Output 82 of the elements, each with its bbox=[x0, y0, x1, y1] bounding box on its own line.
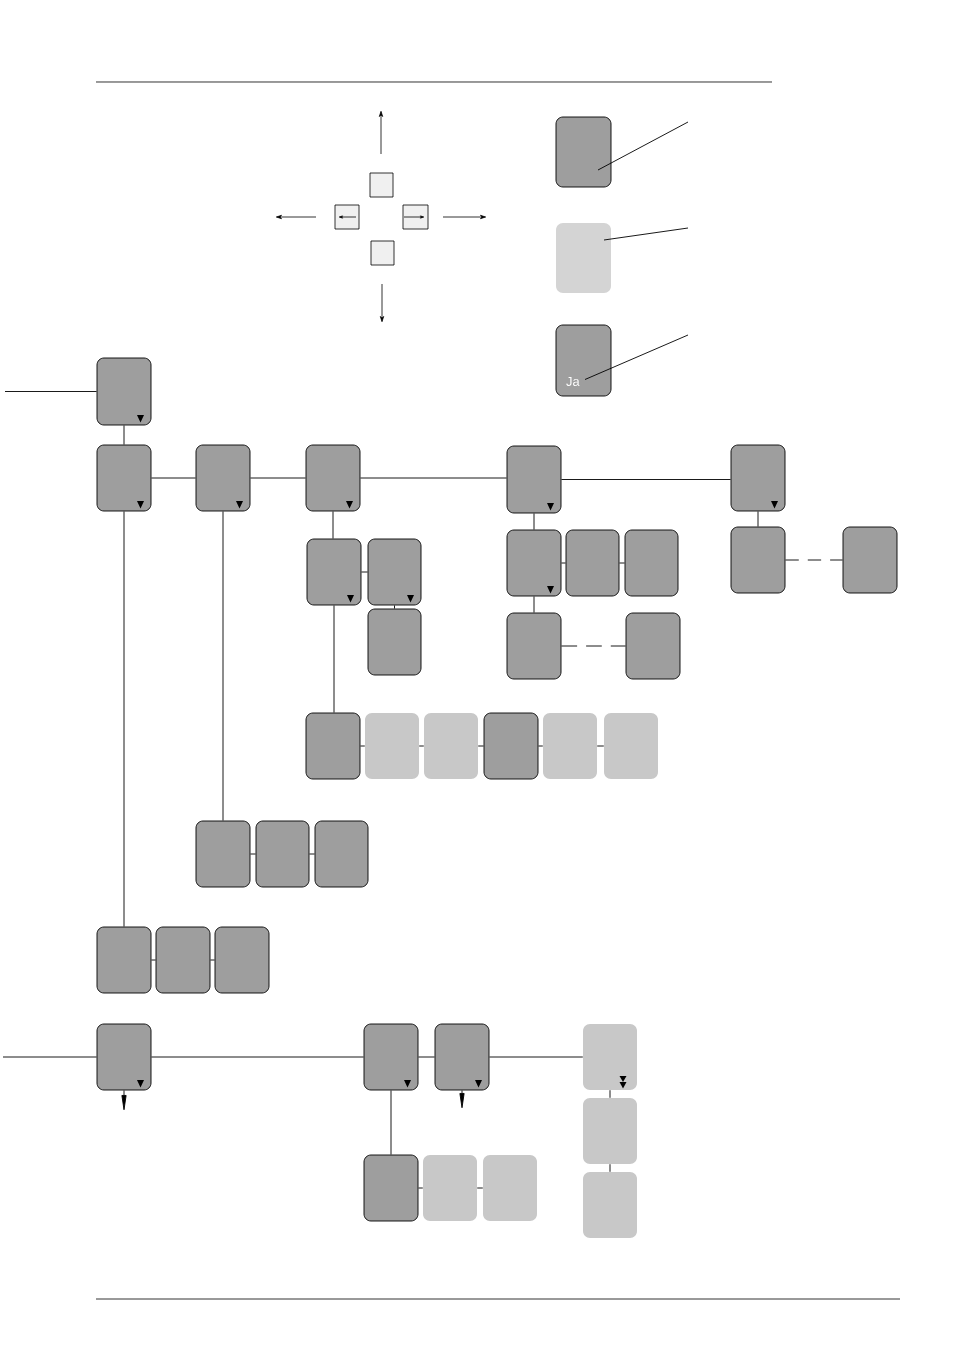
display-box bbox=[214, 926, 270, 994]
connector-line bbox=[222, 511, 224, 821]
connector-line bbox=[332, 511, 334, 539]
display-box bbox=[842, 526, 898, 594]
display-box bbox=[583, 1098, 637, 1164]
connector-line bbox=[2, 1056, 97, 1058]
connector-line bbox=[418, 1056, 435, 1058]
display-box bbox=[483, 1155, 537, 1221]
connector-line bbox=[333, 605, 335, 713]
connector-line bbox=[394, 605, 395, 609]
leader-line bbox=[584, 334, 689, 380]
display-box: Ja bbox=[555, 324, 612, 397]
display-box bbox=[506, 529, 562, 597]
connector-line bbox=[561, 562, 566, 564]
display-box bbox=[625, 612, 681, 680]
connector-line bbox=[390, 1090, 392, 1155]
display-box bbox=[556, 223, 611, 293]
display-box bbox=[96, 444, 152, 512]
connector-line bbox=[785, 559, 843, 561]
display-box bbox=[583, 1024, 637, 1090]
connector-line bbox=[151, 1056, 364, 1058]
connector-line bbox=[250, 477, 306, 479]
connector-line bbox=[360, 745, 366, 747]
leader-line bbox=[603, 227, 689, 241]
connector-line bbox=[309, 853, 315, 855]
connector-line bbox=[151, 959, 156, 961]
display-box bbox=[583, 1172, 637, 1238]
arrow bbox=[459, 1090, 465, 1109]
connector-line bbox=[210, 959, 215, 961]
display-box bbox=[255, 820, 310, 888]
connector-line bbox=[418, 745, 425, 747]
connector-line bbox=[538, 745, 544, 747]
connector-line bbox=[476, 1187, 484, 1189]
display-box bbox=[195, 444, 251, 512]
connector-line bbox=[123, 511, 125, 927]
connector-line bbox=[596, 745, 605, 747]
connector-line bbox=[250, 853, 256, 855]
display-box bbox=[305, 712, 361, 780]
connector-line bbox=[123, 425, 125, 445]
connector-line bbox=[609, 1163, 611, 1173]
display-box bbox=[730, 526, 786, 594]
display-box bbox=[506, 445, 562, 514]
connector-line bbox=[609, 1089, 611, 1099]
connector-line bbox=[361, 571, 368, 573]
display-box bbox=[305, 444, 361, 512]
display-box bbox=[155, 926, 211, 994]
leader-line bbox=[597, 121, 689, 171]
display-box bbox=[96, 926, 152, 994]
connector-line bbox=[477, 745, 484, 747]
display-box bbox=[367, 608, 422, 676]
display-box bbox=[306, 538, 362, 606]
connector-line bbox=[561, 479, 731, 480]
display-box bbox=[96, 357, 152, 426]
display-box bbox=[365, 713, 419, 779]
connector-line bbox=[489, 1056, 584, 1058]
display-box bbox=[424, 713, 478, 779]
connector-line bbox=[151, 477, 196, 479]
display-box bbox=[565, 529, 620, 597]
connector-line bbox=[561, 645, 626, 647]
display-box bbox=[363, 1154, 419, 1222]
connector-line bbox=[533, 513, 535, 530]
display-box bbox=[604, 713, 658, 779]
connector-line bbox=[533, 596, 535, 613]
display-box bbox=[506, 612, 562, 680]
connector-line bbox=[360, 477, 507, 479]
display-box bbox=[730, 444, 786, 512]
connector-line bbox=[619, 562, 625, 564]
display-box bbox=[363, 1023, 419, 1091]
arrow bbox=[121, 1090, 127, 1111]
display-box bbox=[314, 820, 369, 888]
display-box bbox=[96, 1023, 152, 1091]
display-box bbox=[555, 116, 612, 188]
display-box bbox=[195, 820, 251, 888]
display-box bbox=[483, 712, 539, 780]
connector-line bbox=[418, 1187, 424, 1189]
display-box bbox=[543, 713, 597, 779]
display-box bbox=[434, 1023, 490, 1091]
display-box bbox=[423, 1155, 477, 1221]
connector-line bbox=[4, 391, 97, 392]
display-box bbox=[367, 538, 422, 606]
display-box bbox=[624, 529, 679, 597]
connector-line bbox=[757, 511, 759, 527]
